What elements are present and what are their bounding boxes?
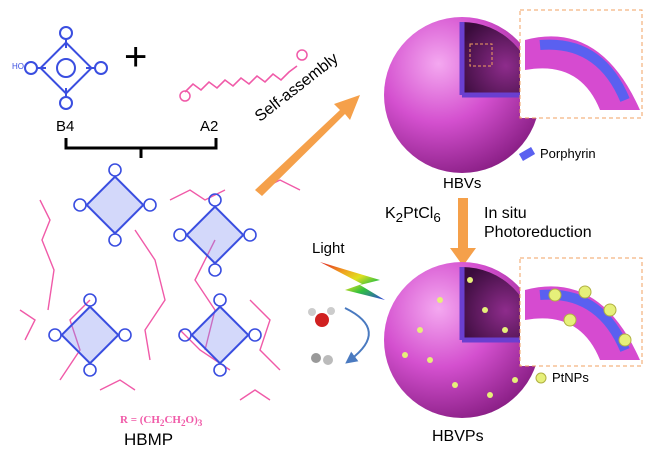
ptnps-label: PtNPs	[552, 370, 589, 385]
porphyrin-legend-icon	[518, 147, 536, 161]
bracket	[64, 138, 218, 158]
porphyrin-label: Porphyrin	[540, 146, 596, 161]
k2ptcl6-label: K2PtCl6	[385, 205, 441, 226]
b4-porphyrin-monomer	[24, 26, 108, 110]
cycle-arrow-icon	[344, 307, 370, 364]
hbvs-vesicle	[384, 9, 643, 173]
water-molecule-icon	[308, 307, 335, 327]
b4-label: B4	[56, 118, 75, 135]
light-bolt-icon	[320, 262, 385, 300]
photoreduction-arrow	[450, 198, 476, 266]
hbvps-vesicle	[384, 257, 643, 418]
hydrogen-molecule-icon	[311, 353, 333, 365]
hbvps-label: HBVPs	[432, 428, 484, 445]
hbmp-label: HBMP	[124, 430, 174, 449]
self-assembly-arrow	[255, 95, 360, 196]
a2-diepoxide-molecule	[184, 65, 298, 93]
photoreduction-label: Photoreduction	[484, 224, 592, 241]
hbmp-network	[19, 163, 301, 401]
in-situ-label: In situ	[484, 205, 527, 222]
plus-sign: +	[124, 35, 148, 79]
a2-label: A2	[200, 118, 219, 135]
oh-group: HO	[12, 62, 24, 71]
r-definition: R = (CH2CH2O)3	[120, 414, 203, 429]
ptnps-legend-icon	[535, 372, 547, 384]
light-label: Light	[312, 240, 345, 257]
hbvs-label: HBVs	[443, 175, 482, 192]
